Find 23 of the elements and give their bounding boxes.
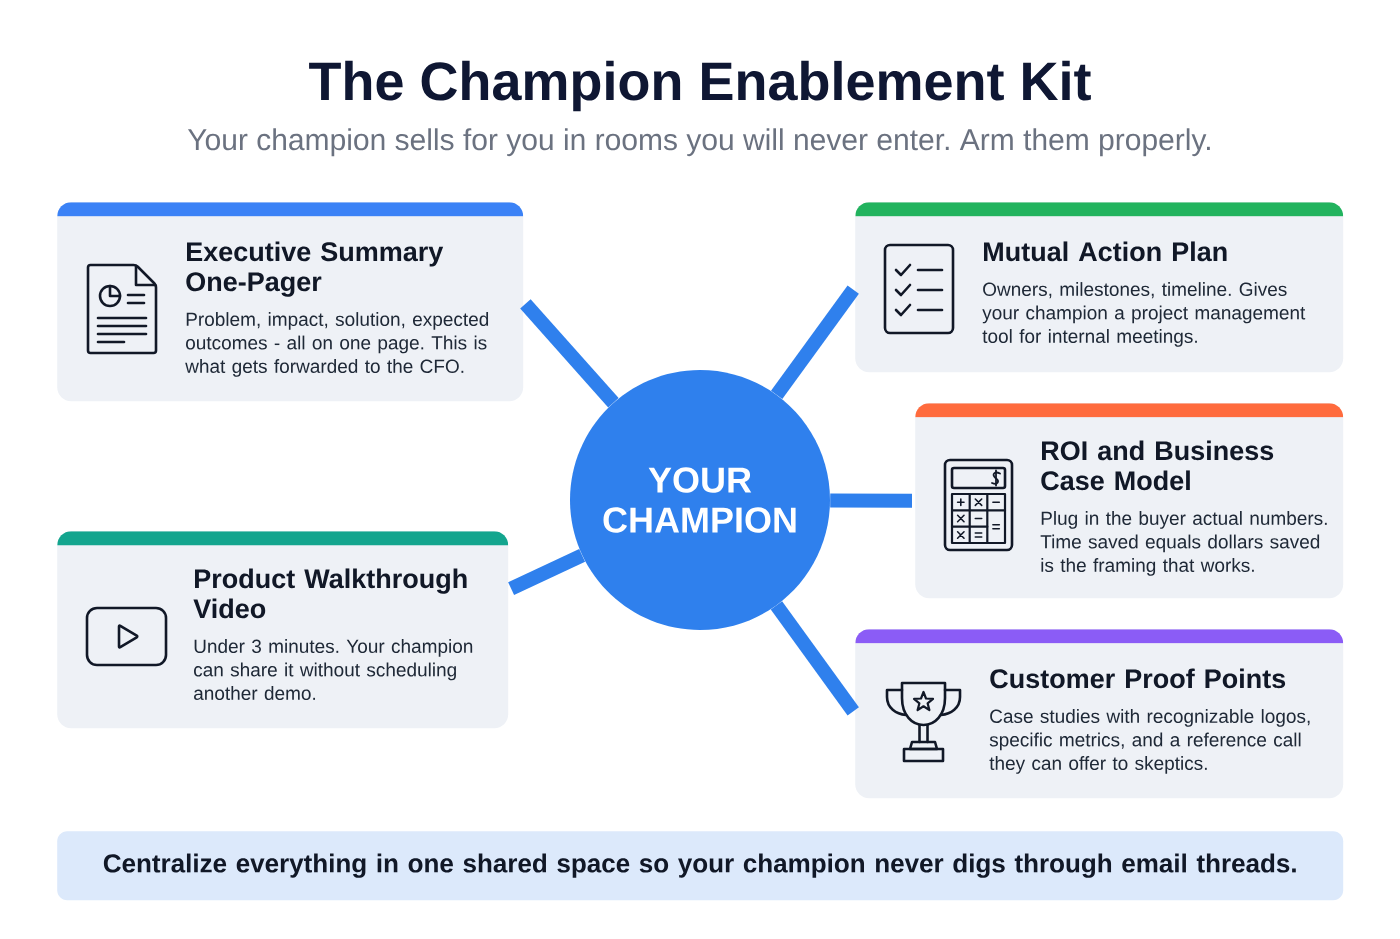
- card-description: Case studies with recognizable logos, specific metrics, and a reference call they can offer to skeptics.: [989, 709, 1310, 774]
- subtitle: Your champion sells for you in rooms you will never enter. Arm them properly.: [187, 128, 1210, 157]
- card-description: Owners, milestones, timeline. Gives your champion a project management tool for internal meetings.: [982, 282, 1306, 347]
- card-description: Problem, impact, solution, expected outcomes - all on one page. This is what gets forwarded to the CFO.: [185, 312, 489, 377]
- connector-line: [830, 493, 913, 508]
- card: [855, 629, 1344, 799]
- connector-line: [520, 299, 619, 408]
- card: [57, 531, 509, 729]
- card-description: Under 3 minutes. Your champion can share it without scheduling another demo.: [194, 639, 473, 701]
- card-description: Plug in the buyer actual numbers. Time saved equals dollars saved is the framing that works.: [1040, 511, 1327, 576]
- connector-line: [771, 285, 859, 399]
- card-title: Executive Summary One-Pager: [186, 241, 444, 297]
- connector-line: [770, 601, 859, 716]
- title: The Champion Enablement Kit: [309, 60, 1091, 112]
- card: [855, 202, 1344, 373]
- card: [57, 202, 524, 402]
- card-title: ROI and Business Case Model: [1041, 440, 1274, 491]
- card-title: Product Walkthrough Video: [193, 568, 467, 619]
- connector-line: [508, 548, 586, 595]
- footer-banner: Centralize everything in one shared space so your champion never digs through email threads.: [57, 831, 1344, 901]
- card-title: Customer Proof Points: [990, 668, 1286, 689]
- card-title: Mutual Action Plan: [984, 241, 1227, 262]
- card: [915, 403, 1344, 599]
